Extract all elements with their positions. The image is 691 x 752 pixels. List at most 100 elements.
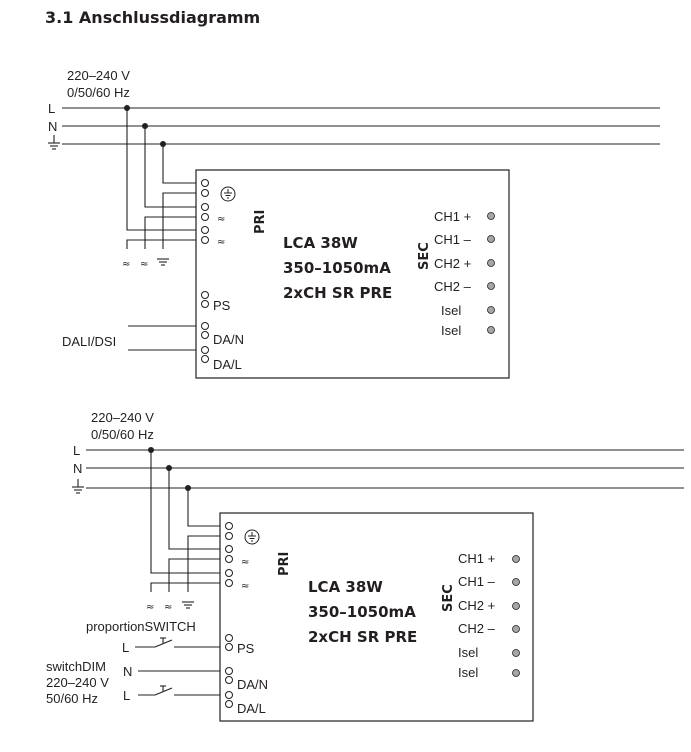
terminal-n-1: [201, 203, 209, 211]
terminal-l-2: [201, 236, 209, 244]
loop-pe: [162, 192, 204, 249]
sec-terminal-label: Isel: [441, 323, 461, 338]
terminal-ps-label: PS: [213, 298, 231, 313]
terminal-dan-2: [201, 331, 209, 339]
switchdim-n-label: N: [123, 664, 132, 679]
terminal-ps-2: [201, 300, 209, 308]
terminal-dal-label: DA/L: [237, 701, 266, 716]
ac-symbol-icon: ≈: [241, 581, 249, 592]
terminal-ps-1: [225, 634, 233, 642]
loop-l: [126, 239, 204, 249]
earth-icon: [71, 479, 85, 494]
supply-voltage-label: 220–240 V: [67, 68, 130, 83]
sec-terminal-pin: [487, 259, 495, 267]
sec-terminal-label: CH1 –: [434, 232, 472, 247]
loop-pe: [187, 535, 228, 592]
terminal-ps-2: [225, 643, 233, 651]
diagram-switch: 220–240 V 0/50/60 Hz L N ≈ ≈ proportionS…: [46, 410, 684, 722]
earth-icon: [47, 135, 61, 150]
terminal-dal-1: [201, 346, 209, 354]
ac-symbol-icon: ≈: [241, 557, 249, 568]
driver-box: [195, 169, 510, 379]
pri-label: PRI: [277, 552, 292, 576]
device-current: 350–1050mA: [283, 259, 391, 277]
terminal-ps-1: [201, 291, 209, 299]
terminal-dal-2: [201, 355, 209, 363]
sec-terminal-label: CH1 +: [434, 209, 471, 224]
sec-label: SEC: [417, 242, 432, 270]
terminal-dan-label: DA/N: [237, 677, 268, 692]
sec-terminal-label: CH2 +: [434, 256, 471, 271]
sec-terminal-pin: [487, 306, 495, 314]
terminal-n-2: [225, 555, 233, 563]
pri-label: PRI: [253, 210, 268, 234]
sec-terminal-pin: [512, 649, 520, 657]
sec-terminal-label: CH2 –: [458, 621, 496, 636]
sec-terminal-label: Isel: [458, 645, 478, 660]
earth-icon: [220, 186, 236, 202]
section-title: 3.1 Anschlussdiagramm: [45, 8, 261, 27]
terminal-dan-2: [225, 676, 233, 684]
sec-terminal-label: CH1 –: [458, 574, 496, 589]
label-n: N: [73, 461, 82, 476]
wire-pe: [187, 488, 228, 527]
terminal-n-1: [225, 545, 233, 553]
terminal-l-1: [225, 569, 233, 577]
loop-n: [168, 558, 228, 592]
terminal-dan-label: DA/N: [213, 332, 244, 347]
sec-terminal-pin: [512, 555, 520, 563]
loop-n: [144, 216, 204, 249]
switchdim-label: switchDIM: [46, 659, 106, 674]
ac-symbol-icon: ≈: [122, 259, 130, 270]
terminal-ps-label: PS: [237, 641, 255, 656]
sec-terminal-label: CH2 +: [458, 598, 495, 613]
supply-voltage-label: 220–240 V: [91, 410, 154, 425]
terminal-l-1: [201, 226, 209, 234]
sec-terminal-pin: [512, 602, 520, 610]
sec-terminal-label: Isel: [458, 665, 478, 680]
terminal-pe-2: [201, 189, 209, 197]
device-name: LCA 38W: [283, 234, 358, 252]
earth-icon: [156, 258, 170, 266]
diagram-dali: 220–240 V 0/50/60 Hz L N ≈ ≈ DALI/DSI: [47, 68, 660, 379]
sec-terminal-pin: [487, 326, 495, 334]
ac-symbol-icon: ≈: [217, 237, 225, 248]
sec-terminal-pin: [487, 212, 495, 220]
supply-frequency-label: 0/50/60 Hz: [91, 427, 154, 442]
wire-n: [168, 468, 228, 550]
terminal-l-2: [225, 579, 233, 587]
sec-label: SEC: [441, 584, 456, 612]
switch-l-label: L: [122, 640, 129, 655]
label-l: L: [73, 443, 80, 458]
ac-symbol-icon: ≈: [164, 602, 172, 613]
sec-terminal-pin: [512, 578, 520, 586]
sec-terminal-label: Isel: [441, 303, 461, 318]
terminal-pe-1: [225, 522, 233, 530]
terminal-dan-1: [201, 322, 209, 330]
device-variant: 2xCH SR PRE: [308, 628, 417, 646]
earth-icon: [181, 601, 195, 609]
dali-dsi-label: DALI/DSI: [62, 334, 116, 349]
wire-l: [126, 108, 204, 231]
device-name: LCA 38W: [308, 578, 383, 596]
terminal-dan-1: [225, 667, 233, 675]
label-l: L: [48, 101, 55, 116]
sec-terminal-pin: [487, 235, 495, 243]
switchdim-l-label: L: [123, 688, 130, 703]
wire-pe: [162, 144, 204, 184]
ac-symbol-icon: ≈: [146, 602, 154, 613]
sec-terminal-pin: [487, 282, 495, 290]
wire-n: [144, 126, 204, 208]
sec-terminal-pin: [512, 625, 520, 633]
driver-box: [219, 512, 534, 722]
proportion-switch-label: proportionSWITCH: [86, 619, 196, 634]
terminal-n-2: [201, 213, 209, 221]
earth-icon: [244, 529, 260, 545]
loop-l: [150, 582, 228, 592]
supply-frequency-label: 0/50/60 Hz: [67, 85, 130, 100]
ac-symbol-icon: ≈: [140, 259, 148, 270]
wire-l: [150, 450, 228, 574]
ac-symbol-icon: ≈: [217, 214, 225, 225]
proportion-switch-icon: [135, 637, 228, 648]
